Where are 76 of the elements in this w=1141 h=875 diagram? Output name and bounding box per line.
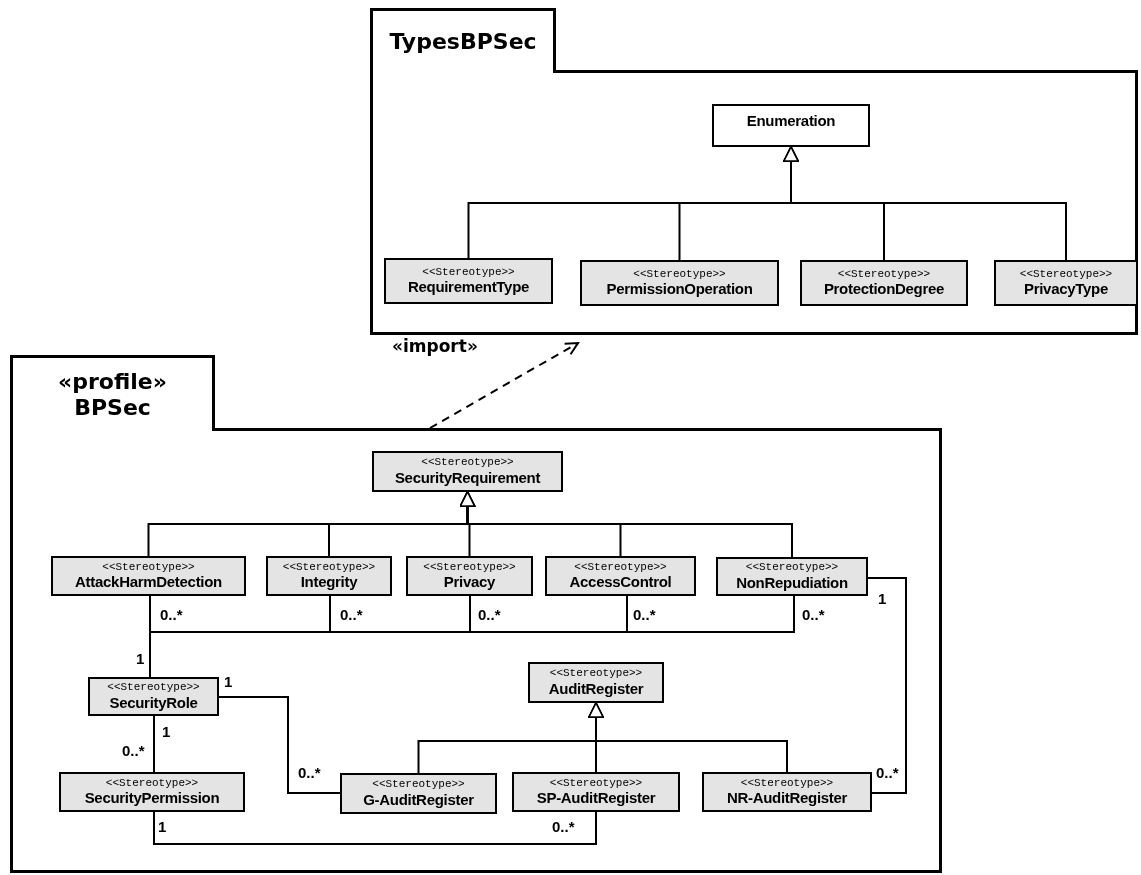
class-name: SecurityRequirement xyxy=(394,468,541,487)
multiplicity-label: 0..* xyxy=(122,742,145,759)
class-box xyxy=(384,258,553,304)
stereotype-label: <<Stereotype>> xyxy=(107,681,200,694)
class-name: PrivacyType xyxy=(1024,280,1108,299)
class-name: Privacy xyxy=(443,573,496,592)
package-name: BPSec xyxy=(74,394,151,420)
dependency-arrow xyxy=(429,342,579,429)
stereotype-label: <<Stereotype>> xyxy=(633,267,726,281)
stereotype-label: <<Stereotype>> xyxy=(574,560,667,574)
multiplicity-label: 1 xyxy=(136,650,145,667)
class-name: NonRepudiation xyxy=(736,573,848,592)
class-box xyxy=(372,451,563,492)
stereotype-label: <<Stereotype>> xyxy=(423,560,516,574)
class-box xyxy=(528,662,664,703)
generalization-arrow xyxy=(459,491,793,558)
class-name: SecurityRole xyxy=(109,693,198,712)
stereotype-label: <<Stereotype>> xyxy=(422,265,515,279)
multiplicity-label: 0..* xyxy=(160,606,183,623)
multiplicity-label: 0..* xyxy=(340,606,363,623)
class-box xyxy=(512,772,680,812)
generalization-arrow xyxy=(588,702,788,773)
association-line xyxy=(218,696,341,794)
multiplicity-label: 1 xyxy=(162,723,171,740)
class-box xyxy=(59,772,245,812)
multiplicity-label: 0..* xyxy=(478,606,501,623)
class-name: AccessControl xyxy=(569,573,672,592)
stereotype-label: <<Stereotype>> xyxy=(282,560,376,574)
multiplicity-label: 1 xyxy=(158,818,167,835)
stereotype-label: <<Stereotype>> xyxy=(549,776,643,790)
class-name: AttackHarmDetection xyxy=(75,573,222,592)
class-name: ProtectionDegree xyxy=(823,280,945,299)
generalization-arrow xyxy=(783,146,1067,261)
multiplicity-label: 0..* xyxy=(298,764,321,781)
multiplicity-label: 0..* xyxy=(876,764,899,781)
class-name: SP-AuditRegister xyxy=(536,789,656,808)
stereotype-label: <<Stereotype>> xyxy=(105,776,199,790)
multiplicity-label: 0..* xyxy=(633,606,656,623)
class-name: SecurityPermission xyxy=(84,789,220,808)
package-name: «profile» xyxy=(58,369,167,395)
stereotype-label: <<Stereotype>> xyxy=(740,776,834,790)
class-box xyxy=(800,260,968,306)
multiplicity-label: 1 xyxy=(878,590,887,607)
class-box xyxy=(88,677,219,716)
package-name: TypesBPSec xyxy=(389,29,537,55)
class-name: RequirementType xyxy=(407,278,530,297)
stereotype-label: <<Stereotype>> xyxy=(549,667,643,680)
multiplicity-label: 0..* xyxy=(802,606,825,623)
class-name: NR-AuditRegister xyxy=(726,789,848,808)
class-name: G-AuditRegister xyxy=(363,790,474,809)
stereotype-label: <<Stereotype>> xyxy=(1019,267,1113,281)
class-box xyxy=(994,260,1138,306)
class-box xyxy=(702,772,872,812)
stereotype-label: <<Stereotype>> xyxy=(421,456,514,469)
association-line xyxy=(153,811,597,845)
association-line xyxy=(153,715,155,773)
multiplicity-label: 1 xyxy=(224,673,233,690)
stereotype-label: <<Stereotype>> xyxy=(745,561,839,574)
class-box xyxy=(712,104,870,147)
class-name: Enumeration xyxy=(746,112,836,130)
class-box xyxy=(545,556,696,596)
class-box xyxy=(580,260,779,306)
class-name: AuditRegister xyxy=(548,679,644,698)
class-name: Integrity xyxy=(300,573,358,592)
class-name: PermissionOperation xyxy=(606,280,753,299)
class-box xyxy=(406,556,533,596)
stereotype-label: <<Stereotype>> xyxy=(372,778,465,791)
edge-label: «import» xyxy=(392,336,478,356)
class-box xyxy=(51,556,246,596)
class-box xyxy=(716,557,868,596)
class-box xyxy=(266,556,392,596)
stereotype-label: <<Stereotype>> xyxy=(102,560,195,574)
association-line xyxy=(867,577,907,794)
stereotype-label: <<Stereotype>> xyxy=(837,267,931,281)
class-box xyxy=(340,773,497,814)
multiplicity-label: 0..* xyxy=(552,818,575,835)
